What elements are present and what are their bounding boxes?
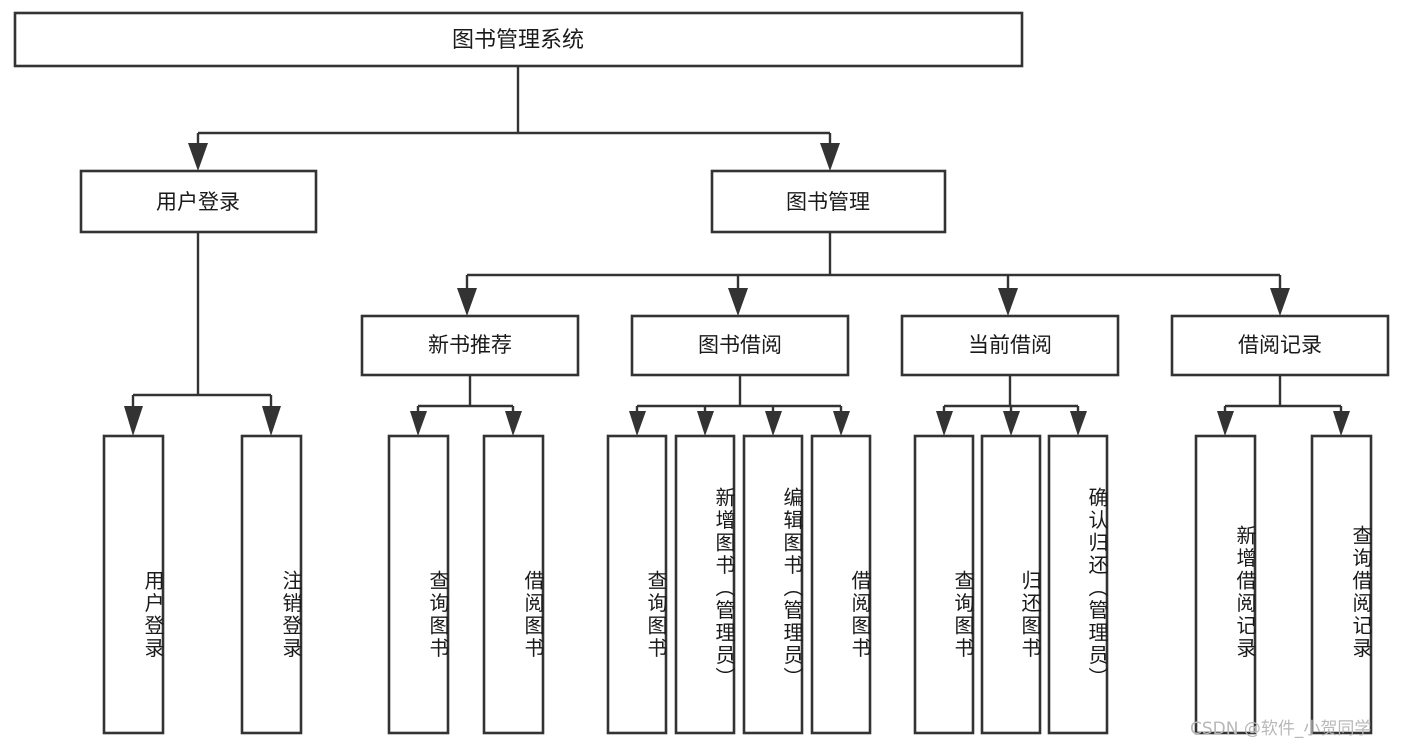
node-label-user-login: 用户登录 xyxy=(156,190,240,214)
arrow-head-user-login xyxy=(188,143,208,171)
arrow-head-nb-leaf-1 xyxy=(410,411,427,436)
node-box-book-management[interactable] xyxy=(710,169,947,234)
arrow-head-cb-leaf-2 xyxy=(1003,411,1020,436)
arrow-head-leaf-user-login xyxy=(124,406,143,436)
node-box-leaf-cb-return[interactable] xyxy=(980,434,1042,735)
arrow-head-borrow-record xyxy=(1270,288,1290,316)
arrow-head-new-book xyxy=(457,288,477,316)
node-label-current-borrow: 当前借阅 xyxy=(968,333,1052,357)
node-box-leaf-nb-borrow[interactable] xyxy=(482,434,545,735)
node-box-leaf-cb-confirm[interactable] xyxy=(1047,434,1109,735)
node-box-leaf-bb-borrow[interactable] xyxy=(810,434,872,735)
node-label-borrow-record: 借阅记录 xyxy=(1238,333,1322,357)
node-label-new-book-recommend: 新书推荐 xyxy=(428,333,512,357)
node-box-leaf-bb-edit[interactable] xyxy=(742,434,804,735)
arrow-head-nb-leaf-2 xyxy=(505,411,522,436)
arrow-head-cb-leaf-1 xyxy=(936,411,953,436)
node-box-leaf-user-login[interactable] xyxy=(102,434,165,735)
arrow-head-book-mgmt xyxy=(820,143,840,171)
node-box-user-login[interactable] xyxy=(79,169,318,234)
horizontal-label-layer: 图书管理系统 用户登录 图书管理 新书推荐 图书借阅 当前借阅 借阅记录 xyxy=(156,28,1322,357)
node-box-leaf-cb-query[interactable] xyxy=(913,434,975,735)
node-box-leaf-bb-add[interactable] xyxy=(674,434,736,735)
arrow-head-book-borrow xyxy=(728,288,748,316)
node-layer xyxy=(13,11,1390,735)
arrow-head-bb-leaf-2 xyxy=(697,411,714,436)
node-label-book-borrow: 图书借阅 xyxy=(698,333,782,357)
node-box-book-borrow[interactable] xyxy=(630,314,850,377)
connector-layer xyxy=(124,66,1350,436)
arrow-head-current-borrow xyxy=(998,288,1018,316)
node-box-current-borrow[interactable] xyxy=(900,314,1120,377)
node-box-new-book-recommend[interactable] xyxy=(360,314,580,377)
arrow-head-leaf-logout xyxy=(262,406,281,436)
node-box-leaf-br-query[interactable] xyxy=(1310,434,1373,735)
node-box-leaf-logout[interactable] xyxy=(240,434,303,735)
node-box-root[interactable] xyxy=(13,11,1024,68)
arrow-head-bb-leaf-4 xyxy=(833,411,850,436)
arrow-head-br-leaf-1 xyxy=(1217,411,1234,436)
node-box-leaf-br-add[interactable] xyxy=(1194,434,1257,735)
node-box-leaf-nb-query[interactable] xyxy=(387,434,450,735)
arrow-head-cb-leaf-3 xyxy=(1070,411,1087,436)
node-box-borrow-record[interactable] xyxy=(1170,314,1390,377)
arrow-head-bb-leaf-1 xyxy=(629,411,646,436)
arrow-head-br-leaf-2 xyxy=(1333,411,1350,436)
arrow-head-bb-leaf-3 xyxy=(765,411,782,436)
node-label-book-management: 图书管理 xyxy=(786,190,870,214)
node-label-root: 图书管理系统 xyxy=(452,28,584,53)
watermark-text: CSDN @软件_小贺同学 xyxy=(1190,719,1372,739)
node-box-leaf-bb-query[interactable] xyxy=(606,434,668,735)
